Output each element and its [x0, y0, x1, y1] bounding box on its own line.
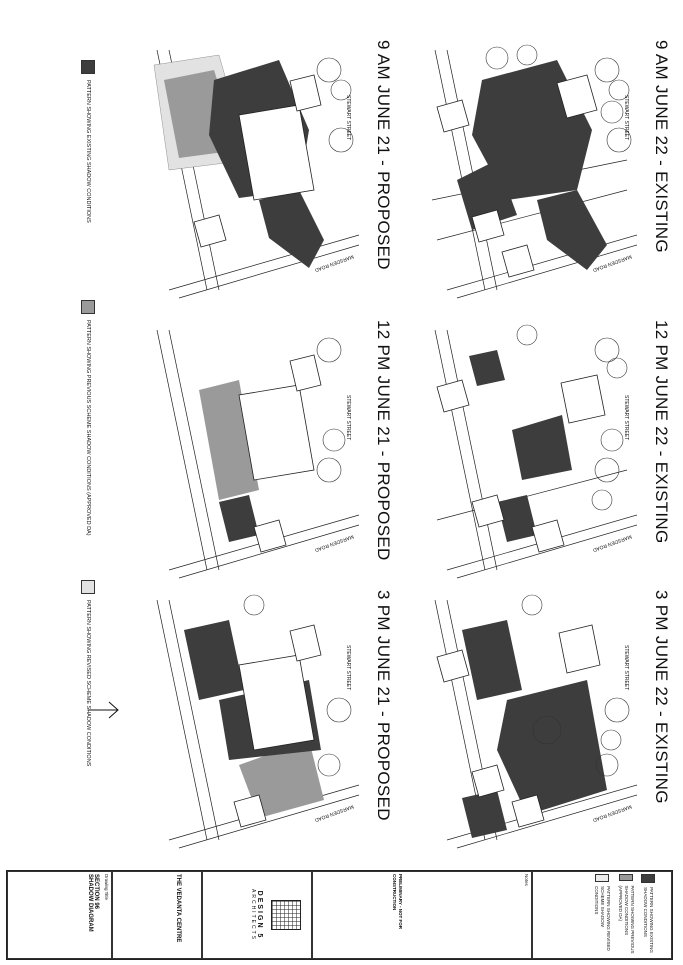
panel-title-3pm-proposed: 3 PM JUNE 21 - PROPOSED [374, 590, 393, 821]
title-block-notes: Notes PRELIMINARY - NOT FOR CONSTRUCTION [312, 871, 532, 959]
site-plan-drawing: STEWART STREET MARSDEN ROAD [153, 49, 360, 299]
tb-legend-swatch-existing [641, 874, 655, 884]
buildings [436, 624, 601, 828]
notes-label: Notes [524, 874, 529, 886]
buildings [238, 354, 322, 553]
trees [521, 594, 630, 777]
tb-legend-item-existing: PATTERN SHOWING EXISTING SHADOW CONDITIO… [641, 874, 655, 956]
legend-label-approved: PATTERN SHOWING PREVIOUS SCHEME SHADOW C… [85, 320, 91, 536]
existing-shadow [462, 620, 607, 838]
legend-swatch-approved [81, 300, 95, 314]
legend-approved: PATTERN SHOWING PREVIOUS SCHEME SHADOW C… [81, 300, 95, 536]
site-plan-drawing: STEWART STREET MARSDEN ROAD [156, 329, 360, 579]
site-plan-drawing: STEWART STREET MARSDEN ROAD [156, 594, 360, 849]
road-label: MARSDEN ROAD [314, 803, 355, 823]
firm-logo-icon [271, 900, 301, 930]
drawing-subtitle: SHADOW DIAGRAM [87, 874, 93, 932]
tb-legend-label-existing: PATTERN SHOWING EXISTING SHADOW CONDITIO… [643, 887, 654, 953]
buildings [193, 74, 322, 248]
tb-legend-label-revised: PATTERN SHOWING REVISED SCHEME SHADOW CO… [594, 886, 611, 951]
legend-existing: PATTERN SHOWING EXISTING SHADOW CONDITIO… [81, 60, 95, 223]
street-label: STEWART STREET [623, 395, 629, 440]
site-linework [156, 329, 360, 579]
panel-title-9am-proposed: 9 AM JUNE 21 - PROPOSED [374, 40, 393, 270]
street-label: STEWART STREET [623, 645, 629, 690]
trees [516, 324, 628, 511]
buildings [436, 74, 598, 278]
status-text: PRELIMINARY - NOT FOR CONSTRUCTION [392, 874, 403, 929]
tb-legend-item-revised: PATTERN SHOWING REVISED SCHEME SHADOW CO… [593, 874, 611, 956]
title-block-project: THE VEDANTA CENTRE [112, 871, 202, 959]
site-plan-3pm-proposed: STEWART STREET MARSDEN ROAD [139, 590, 369, 850]
legend-label-revised: PATTERN SHOWING REVISED SCHEME SHADOW CO… [85, 600, 91, 767]
tb-legend-item-approved: PATTERN SHOWING PREVIOUS SHADOW CONDITIO… [617, 874, 635, 956]
drawing-title-label: Drawing Title [104, 874, 109, 901]
tb-legend-swatch-approved [619, 874, 633, 882]
site-plan-drawing: STEWART STREET MARSDEN ROAD [434, 324, 638, 579]
site-plan-drawing: STEWART STREET MARSDEN ROAD [434, 594, 638, 849]
site-plan-9am-existing: STEWART STREET MARSDEN ROAD [417, 40, 647, 300]
site-plan-drawing: STEWART STREET MARSDEN ROAD [431, 44, 638, 299]
street-label: STEWART STREET [345, 395, 351, 440]
firm-name: DESIGN 5 [256, 890, 263, 940]
north-arrow [78, 690, 123, 730]
existing-shadow [469, 350, 572, 542]
drawing-title: SECTION 96 [93, 874, 99, 910]
panel-title-12pm-proposed: 12 PM JUNE 21 - PROPOSED [374, 320, 393, 561]
legend-label-existing: PATTERN SHOWING EXISTING SHADOW CONDITIO… [85, 80, 91, 223]
trees [316, 337, 346, 483]
north-arrow-icon [88, 701, 119, 719]
road-label: MARSDEN ROAD [314, 533, 355, 553]
trees [243, 594, 352, 777]
buildings [436, 374, 606, 553]
panel-title-12pm-existing: 12 PM JUNE 22 - EXISTING [652, 320, 671, 544]
panel-title-9am-existing: 9 AM JUNE 22 - EXISTING [652, 40, 671, 253]
firm-subtitle: ARCHITECTS [250, 889, 256, 941]
project-name: THE VEDANTA CENTRE [175, 874, 181, 943]
panel-title-3pm-existing: 3 PM JUNE 22 - EXISTING [652, 590, 671, 804]
site-plan-12pm-proposed: STEWART STREET MARSDEN ROAD [139, 320, 369, 580]
street-label: STEWART STREET [345, 95, 351, 140]
title-block: PATTERN SHOWING EXISTING SHADOW CONDITIO… [6, 870, 673, 960]
legend-swatch-revised [81, 580, 95, 594]
legend-swatch-existing [81, 60, 95, 74]
title-block-firm: DESIGN 5 ARCHITECTS [202, 871, 312, 959]
site-plan-9am-proposed: STEWART STREET MARSDEN ROAD [139, 40, 369, 300]
trees [316, 57, 354, 153]
site-plan-12pm-existing: STEWART STREET MARSDEN ROAD [417, 320, 647, 580]
tb-legend-swatch-revised [595, 874, 609, 883]
buildings [233, 624, 322, 828]
site-linework [156, 599, 360, 849]
title-block-drawing: Drawing Title SECTION 96 SHADOW DIAGRAM [7, 871, 112, 959]
road-label: MARSDEN ROAD [592, 533, 633, 553]
street-label: STEWART STREET [345, 645, 351, 690]
tb-legend-label-approved: PATTERN SHOWING PREVIOUS SHADOW CONDITIO… [618, 885, 635, 954]
road-label: MARSDEN ROAD [592, 803, 633, 823]
trees [485, 44, 632, 153]
site-plan-3pm-existing: STEWART STREET MARSDEN ROAD [417, 590, 647, 850]
title-block-legend: PATTERN SHOWING EXISTING SHADOW CONDITIO… [532, 871, 672, 959]
road-label: MARSDEN ROAD [314, 253, 355, 273]
street-label: STEWART STREET [623, 95, 629, 140]
legend-revised: PATTERN SHOWING REVISED SCHEME SHADOW CO… [81, 580, 95, 766]
existing-shadow [219, 495, 259, 542]
